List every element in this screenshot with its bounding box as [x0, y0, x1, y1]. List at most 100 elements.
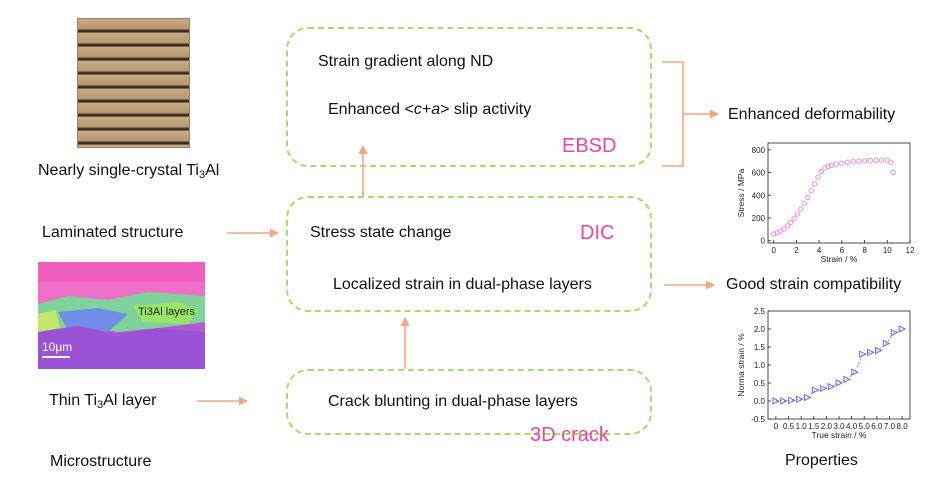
data-point [890, 169, 896, 176]
compatibility-label: Good strain compatibility [726, 276, 902, 293]
data-point [815, 174, 821, 180]
y-tick-label: 2.0 [754, 325, 766, 334]
data-point [770, 231, 777, 237]
data-point [791, 215, 797, 222]
thin-layer-label: Thin Ti3Al layer [49, 392, 157, 411]
dic-line1: Stress state change [310, 224, 452, 241]
data-point [808, 188, 814, 194]
data-point [819, 384, 828, 393]
data-point [873, 157, 879, 163]
ebsd-line1: Strain gradient along ND [318, 53, 494, 70]
data-point [784, 223, 791, 229]
data-point [839, 160, 845, 166]
data-point [861, 158, 868, 164]
crack-box [286, 369, 652, 435]
dic-box [286, 196, 652, 312]
microstructure-caption: Microstructure [50, 453, 152, 470]
micro-scale-bar [42, 356, 70, 358]
x-tick-label: 4.0 [846, 422, 858, 431]
y-tick-label: 0.0 [754, 397, 766, 406]
y-tick-label: 1.5 [754, 343, 766, 352]
crack-tag: 3D crack [530, 424, 609, 446]
data-point [844, 159, 851, 166]
microstructure-image: Ti3Al layers 10μm [38, 262, 205, 369]
data-point [798, 206, 804, 212]
y-tick-label: 0.5 [754, 379, 766, 388]
data-point [874, 346, 883, 355]
deformability-label: Enhanced deformability [728, 106, 896, 123]
y-tick-label: 800 [752, 146, 766, 155]
x-tick-label: 12 [906, 246, 915, 255]
data-point [825, 163, 831, 169]
data-point [890, 328, 899, 337]
x-axis-label: True strain / % [812, 430, 867, 440]
data-point [851, 368, 859, 377]
data-point [772, 397, 781, 405]
x-tick-label: 5.0 [859, 422, 871, 431]
data-point [878, 157, 885, 163]
data-point [780, 397, 788, 405]
x-tick-label: 0.5 [783, 422, 795, 431]
data-point [867, 157, 873, 164]
y-tick-label: 0 [761, 237, 766, 246]
x-tick-label: 8.0 [897, 422, 909, 431]
data-point [827, 382, 836, 391]
x-tick-label: 3.0 [833, 422, 845, 431]
x-tick-label: 6.0 [871, 422, 883, 431]
data-point [833, 161, 839, 167]
data-point [788, 396, 796, 405]
data-point [811, 181, 818, 187]
micro-scale-label: 10μm [42, 340, 73, 354]
data-point [818, 168, 825, 175]
x-tick-label: 6 [840, 246, 845, 255]
data-point [843, 375, 852, 384]
y-axis-label: Stress / MPa [736, 168, 746, 217]
data-point [867, 348, 875, 357]
data-point [859, 350, 867, 359]
data-point [788, 219, 794, 226]
data-point [887, 159, 894, 166]
data-point [898, 325, 907, 333]
x-tick-label: 7.0 [884, 422, 896, 431]
x-tick-label: 0 [771, 246, 776, 255]
data-point [882, 339, 891, 348]
properties-caption: Properties [785, 452, 858, 469]
y-tick-label: 1.0 [754, 361, 766, 370]
y-axis-label: Norma strain / % [736, 333, 746, 397]
x-tick-label: 1.0 [796, 422, 808, 431]
x-tick-label: 0 [774, 422, 779, 431]
data-point [805, 194, 811, 201]
data-point [811, 386, 820, 395]
data-point [796, 395, 804, 404]
x-tick-label: 10 [883, 246, 892, 255]
dic-line2: Localized strain in dual-phase layers [333, 276, 592, 293]
data-point [803, 393, 812, 402]
x-tick-label: 8 [862, 246, 867, 255]
crystal-image [77, 18, 190, 148]
data-point [835, 379, 844, 387]
data-point [801, 200, 808, 206]
dic-tag: DIC [580, 222, 615, 244]
ebsd-line2: Enhanced <c+a> slip activity [328, 101, 532, 118]
x-tick-label: 2.0 [821, 422, 833, 431]
y-tick-label: -0.5 [751, 415, 765, 424]
y-tick-label: 400 [752, 191, 766, 200]
data-point [850, 159, 856, 165]
crack-line1: Crack blunting in dual-phase layers [328, 393, 578, 410]
plot-frame [767, 142, 911, 244]
y-tick-label: 2.5 [754, 307, 766, 316]
bracket-ebsd [662, 61, 684, 167]
y-tick-label: 600 [752, 169, 766, 178]
micro-overlay-label: Ti3Al layers [138, 306, 196, 318]
data-point [794, 211, 801, 217]
crystal-label: Nearly single-crystal Ti3Al [38, 162, 220, 181]
x-tick-label: 1.5 [808, 422, 820, 431]
ebsd-tag: EBSD [562, 135, 617, 157]
data-point [781, 226, 787, 232]
y-tick-label: 200 [752, 214, 766, 223]
x-tick-label: 2 [794, 246, 799, 255]
ebsd-box [286, 27, 652, 167]
